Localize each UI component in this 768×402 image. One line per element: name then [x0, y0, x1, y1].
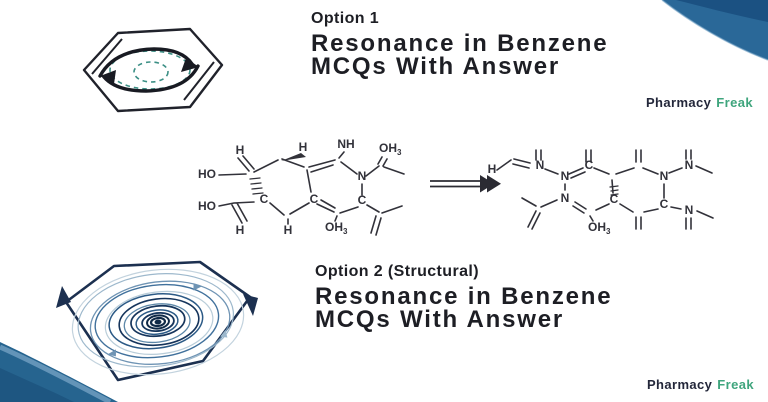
atom-label: OH3 [379, 141, 402, 157]
electron-swirl-rings [71, 268, 245, 376]
corner-top-right-shape [661, 0, 768, 61]
atom-label: H [299, 140, 308, 154]
atom-label: N [685, 158, 694, 172]
brand-logo-top: Pharmacy Freak [646, 95, 753, 110]
option2-text-block: Option 2 (Structural) Resonance in Benze… [315, 263, 613, 333]
benzene-hexagon [82, 27, 224, 113]
atom-label: C [660, 197, 669, 211]
atom-label: OH3 [325, 220, 348, 236]
option1-title-line1: Resonance in Benzene [311, 30, 609, 57]
atom-label: C [260, 192, 269, 206]
option2-title-line2: MCQs With Answer [315, 306, 565, 333]
atom-label: OH3 [588, 220, 611, 236]
benzene-electron-swirl-icon [56, 260, 258, 382]
atom-label: C [358, 193, 367, 207]
left-structure-bonds [218, 151, 405, 236]
atom-label: C [310, 192, 319, 206]
option1-text-block: Option 1 Resonance in Benzene MCQs With … [311, 10, 609, 80]
atom-label: NH [337, 137, 354, 151]
brand-secondary: Freak [716, 95, 753, 110]
chemical-structure-right: H N N N C C N C N N OH3 [488, 149, 714, 236]
hex-arrow-down [243, 294, 258, 316]
brand-primary: Pharmacy [646, 377, 713, 392]
option2-label: Option 2 (Structural) [315, 263, 479, 280]
wedge-bond [281, 153, 306, 161]
right-structure-bonds [496, 149, 714, 230]
dashed-electron-rings [109, 50, 191, 90]
atom-label: HO [198, 167, 216, 181]
left-structure-atoms: H HO HO H C H H C NH OH3 N C OH3 [198, 137, 402, 237]
chemical-structure-left: H HO HO H C H H C NH OH3 N C OH3 [198, 137, 405, 237]
atom-label: N [536, 158, 545, 172]
circular-arrows [98, 47, 200, 93]
atom-label: N [358, 169, 367, 183]
atom-label: H [236, 223, 245, 237]
atom-label: C [610, 192, 619, 206]
brand-logo-bottom: Pharmacy Freak [647, 377, 754, 392]
option1-label: Option 1 [311, 10, 380, 27]
atom-label: H [236, 143, 245, 157]
atom-label: N [561, 169, 570, 183]
brand-primary: Pharmacy [645, 95, 712, 110]
atom-label: N [660, 169, 669, 183]
corner-bottom-left-shape [0, 342, 118, 402]
atom-label: H [284, 223, 293, 237]
resonance-arrow-icon [430, 175, 501, 193]
atom-label: N [561, 191, 570, 205]
hex-arrow-up [56, 286, 71, 308]
right-structure-atoms: H N N N C C N C N N OH3 [488, 158, 694, 236]
atom-label: C [585, 158, 594, 172]
option2-title-line1: Resonance in Benzene [315, 283, 613, 310]
atom-label: HO [198, 199, 216, 213]
option1-title-line2: MCQs With Answer [311, 53, 561, 80]
atom-label: N [685, 203, 694, 217]
atom-label: H [488, 162, 497, 176]
benzene-resonance-cycle-icon [82, 27, 224, 113]
brand-secondary: Freak [717, 377, 754, 392]
